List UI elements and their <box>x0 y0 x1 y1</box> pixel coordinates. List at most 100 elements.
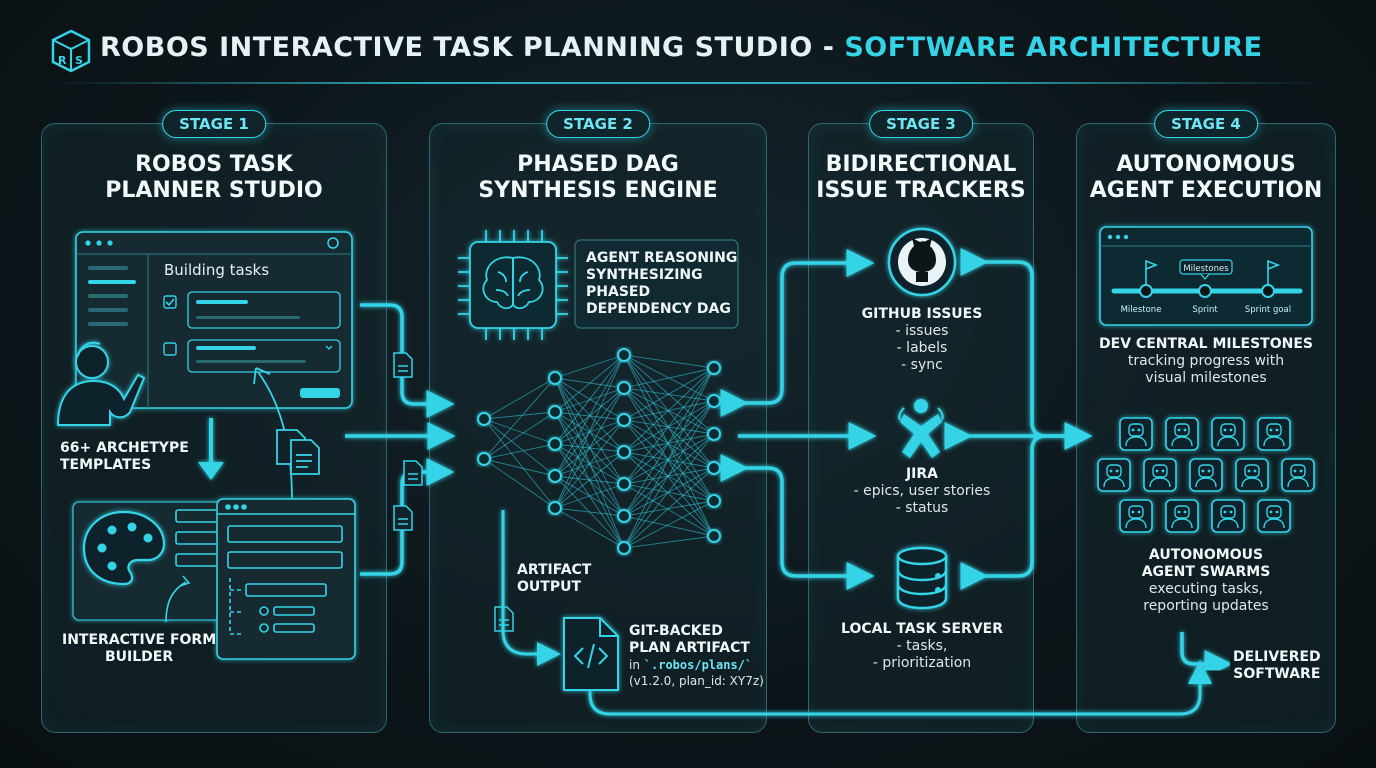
stage-3-title-line1: BIDIRECTIONAL <box>825 152 1017 177</box>
dag-edge <box>623 515 715 537</box>
database-icon <box>896 546 948 610</box>
jira-title: JIRA <box>905 466 939 482</box>
github-block: GITHUB ISSUES - issues - labels - sync <box>830 306 1014 374</box>
agent-avatar-icon <box>1119 417 1153 451</box>
dag-node <box>617 445 631 459</box>
swarm-desc-line2: reporting updates <box>1143 598 1269 614</box>
plan-line2: PLAN ARTIFACT <box>629 640 750 656</box>
milestone-label-1: Milestone <box>1121 305 1162 315</box>
dag-edge <box>483 443 556 460</box>
milestones-widget <box>1099 226 1313 326</box>
dag-edge <box>554 507 625 517</box>
plan-path-value: `.robos/plans/` <box>643 658 753 672</box>
dag-edge <box>483 418 556 445</box>
stage-2-title-line2: SYNTHESIS ENGINE <box>478 178 718 203</box>
dag-edge <box>623 500 715 549</box>
artifact-output-line2: OUTPUT <box>517 579 581 595</box>
dag-edge <box>623 451 715 537</box>
plan-path: in `.robos/plans/` <box>629 657 764 673</box>
delivered-line1: DELIVERED <box>1233 649 1321 665</box>
dag-node <box>548 501 562 515</box>
title-underline <box>50 82 1326 84</box>
dag-edge <box>554 507 625 549</box>
dag-node <box>617 509 631 523</box>
plan-line1: GIT-BACKED <box>629 623 723 639</box>
milestone-label-2: Sprint <box>1192 305 1218 315</box>
stage1-to-stage2-connectors <box>345 303 456 576</box>
dag-edge <box>623 483 715 537</box>
svg-text:R: R <box>58 54 67 67</box>
jira-icon <box>898 399 944 458</box>
reasoning-text: AGENT REASONING SYNTHESIZING PHASED DEPE… <box>586 250 737 318</box>
dag-edge <box>554 387 625 509</box>
stage-1-title-line1: ROBOS TASK <box>135 152 293 177</box>
robos-logo-icon: R S <box>51 29 91 73</box>
svg-text:S: S <box>75 54 83 67</box>
reasoning-line-4: DEPENDENCY DAG <box>586 301 731 317</box>
artifact-connector <box>501 510 1212 716</box>
jira-block: JIRA - epics, user stories - status <box>820 466 1024 517</box>
agent-avatar-icon <box>1235 458 1269 492</box>
plan-file-icon <box>563 617 619 691</box>
milestones-desc-line1: tracking progress with <box>1127 353 1285 369</box>
dag-node <box>617 477 631 491</box>
github-title: GITHUB ISSUES <box>861 306 983 322</box>
dag-node <box>548 371 562 385</box>
dag-edge <box>623 451 715 469</box>
dag-network <box>477 348 721 555</box>
dag-edge <box>554 354 625 413</box>
milestones-title: DEV CENTRAL MILESTONES <box>1099 336 1313 352</box>
dag-edge <box>483 411 556 420</box>
dag-edge <box>623 419 715 502</box>
dag-edge <box>623 419 715 469</box>
local-item-2: - prioritization <box>872 655 972 671</box>
dag-edge <box>483 411 556 460</box>
dag-edge <box>623 367 715 421</box>
agent-avatar-icon <box>1211 417 1245 451</box>
dag-edge <box>483 377 556 460</box>
stage-4-title-line2: AGENT EXECUTION <box>1089 178 1323 203</box>
artifact-output-line1: ARTIFACT <box>517 562 592 578</box>
dag-node <box>707 461 721 475</box>
file-icons <box>393 352 514 632</box>
brain-chip-icon <box>458 230 568 340</box>
dag-node <box>707 494 721 508</box>
reasoning-line-3: PHASED <box>586 284 651 300</box>
dag-edge <box>483 418 556 509</box>
stage-2-pill: STAGE 2 <box>546 110 650 138</box>
reasoning-line-2: SYNTHESIZING <box>586 267 703 283</box>
dag-node <box>477 452 491 466</box>
agent-avatar-icon <box>1143 458 1177 492</box>
templates-label-line2: TEMPLATES <box>60 457 152 473</box>
agent-avatar-icon <box>1165 499 1199 533</box>
stage-1-pill: STAGE 1 <box>162 110 266 138</box>
stage-4-pill: STAGE 4 <box>1154 110 1258 138</box>
dag-edge <box>623 367 715 453</box>
user-icon <box>56 341 146 426</box>
agent-avatar-icon <box>1119 499 1153 533</box>
dag-node <box>707 427 721 441</box>
dag-edge <box>554 451 625 509</box>
stage-1-title: ROBOS TASK PLANNER STUDIO <box>42 152 386 204</box>
down-arrow-icon <box>198 418 224 480</box>
dag-edge <box>554 483 625 509</box>
agent-avatar-icon <box>1281 458 1315 492</box>
window-heading: Building tasks <box>164 261 269 279</box>
dag-edge <box>554 354 625 509</box>
dag-node <box>548 405 562 419</box>
milestones-tooltip: Milestones <box>1183 264 1229 274</box>
jira-item-1: - epics, user stories <box>853 483 991 499</box>
swarm-block: AUTONOMOUS AGENT SWARMS executing tasks,… <box>1086 547 1326 615</box>
dag-edge <box>623 367 715 485</box>
dag-node <box>707 394 721 408</box>
page-title-main: ROBOS INTERACTIVE TASK PLANNING STUDIO - <box>100 32 845 63</box>
milestones-desc-line2: visual milestones <box>1145 370 1267 386</box>
dag-edge <box>623 419 715 537</box>
local-title: LOCAL TASK SERVER <box>841 621 1003 637</box>
dag-edge <box>554 354 625 477</box>
dag-edge <box>623 467 715 549</box>
local-item-1: - tasks, <box>896 638 948 654</box>
dag-node <box>617 348 631 362</box>
dag-edge <box>623 367 715 517</box>
stage-4-title: AUTONOMOUS AGENT EXECUTION <box>1077 152 1335 204</box>
